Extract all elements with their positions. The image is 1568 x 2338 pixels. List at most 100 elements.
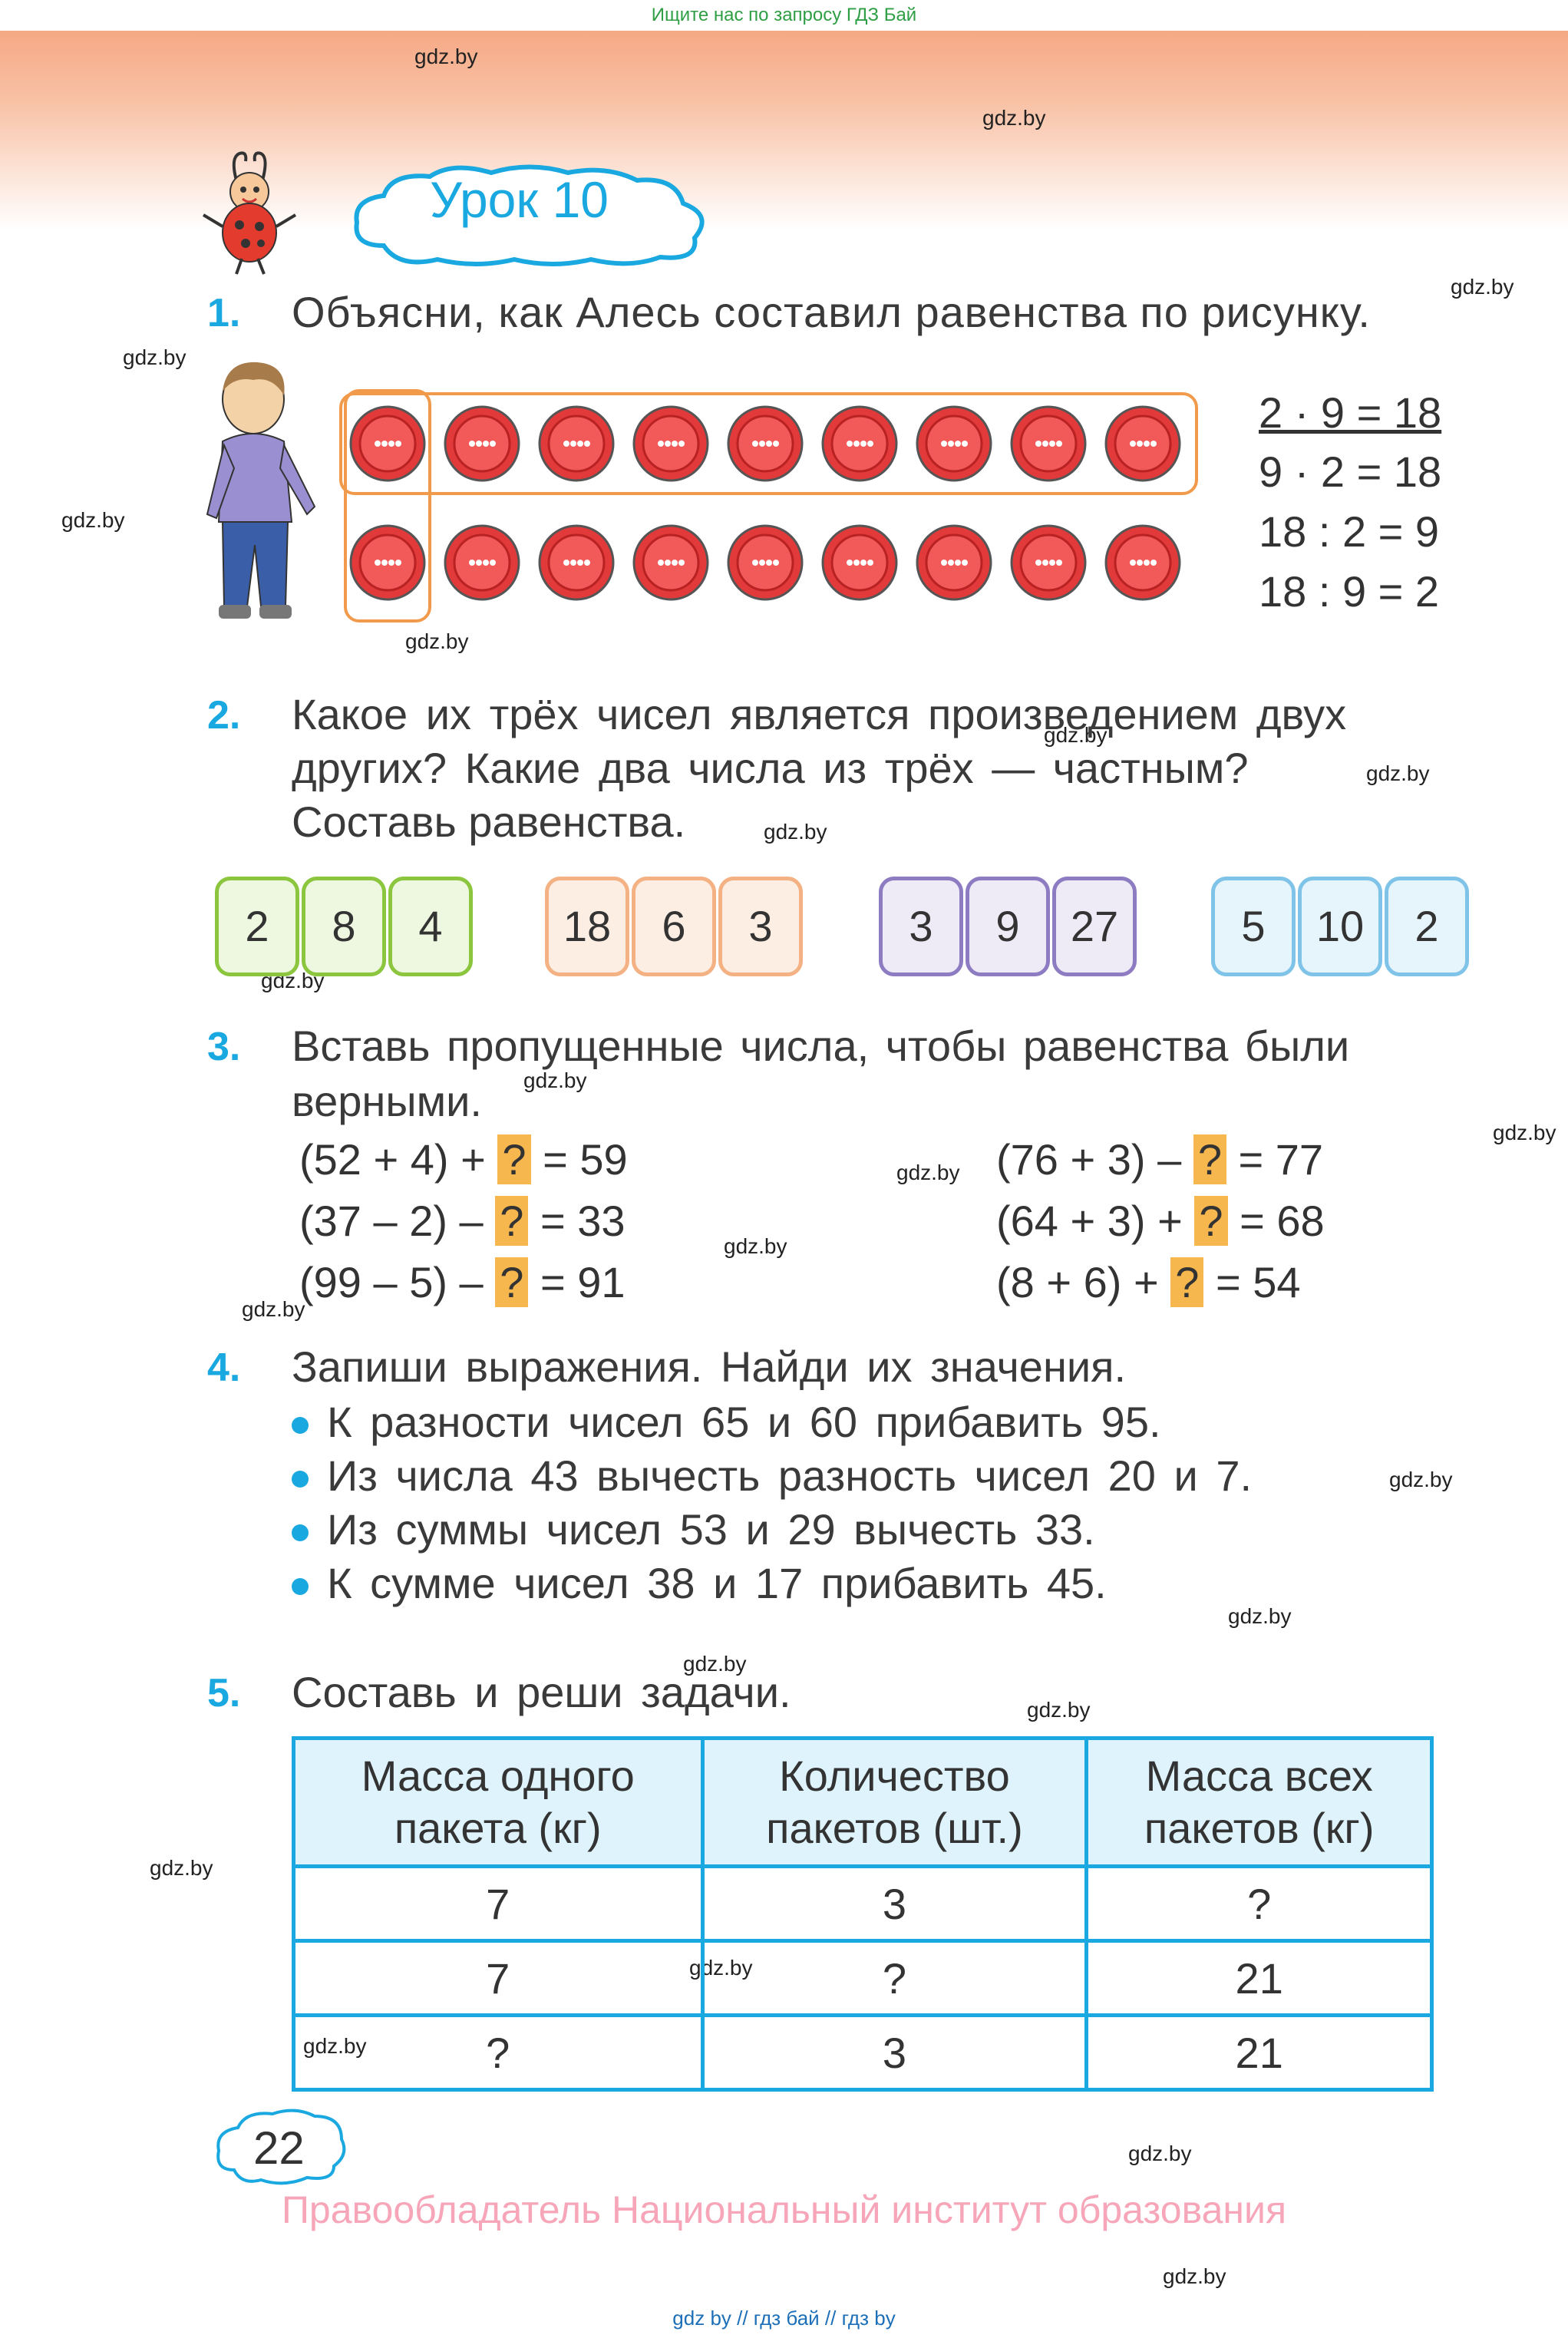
button-icon [349, 405, 426, 482]
table-cell: ? [700, 1939, 1089, 2017]
exercise-4-number: 4. [207, 1346, 241, 1390]
bullet-icon [292, 1471, 309, 1488]
number-card: 4 [388, 877, 473, 976]
table-cell: 21 [1084, 1939, 1434, 2017]
table-row: 7 ? 21 [292, 1939, 1434, 2017]
button-icon [821, 405, 898, 482]
exercise-4-bullet: Из числа 43 вычесть разность чисел 20 и … [292, 1449, 1252, 1503]
page-number-cloud-icon [216, 2108, 346, 2185]
number-card: 2 [215, 877, 299, 976]
watermark: gdz.by [724, 1234, 787, 1258]
boy-illustration-icon [206, 362, 316, 619]
watermark: gdz.by [150, 1856, 213, 1880]
table-cell: 7 [292, 1939, 705, 2017]
ex1-equation: 18 : 2 = 9 [1259, 507, 1440, 556]
button-icon [444, 405, 520, 482]
title-cloud-icon [354, 164, 705, 266]
watermark: gdz.by [683, 1652, 747, 1676]
exercise-1-number: 1. [207, 291, 241, 335]
ex1-equation: 18 : 9 = 2 [1259, 567, 1440, 616]
watermark: gdz.by [1451, 275, 1514, 299]
button-icon [632, 524, 709, 601]
number-card: 8 [302, 877, 386, 976]
table-cell: 21 [1084, 2013, 1434, 2092]
button-icon [1010, 524, 1087, 601]
ex1-equation: 9 · 2 = 18 [1259, 447, 1442, 496]
footer-links[interactable]: gdz by // гдз бай // гдз by [672, 2307, 896, 2330]
table-cell: 7 [292, 1864, 705, 1943]
button-icon [444, 524, 520, 601]
exercise-4-bullet: К сумме чисел 38 и 17 прибавить 45. [292, 1557, 1107, 1610]
button-icon [821, 524, 898, 601]
exercise-4-bullet: К разности чисел 65 и 60 прибавить 95. [292, 1395, 1161, 1449]
watermark: gdz.by [405, 629, 469, 653]
missing-number-box[interactable]: ? [1193, 1134, 1226, 1184]
ex3-equation: (52 + 4) + ? = 59 [299, 1134, 628, 1184]
exercise-1-text: Объясни, как Алесь составил равенства по… [292, 288, 1371, 336]
table-cell: 3 [700, 2013, 1089, 2092]
bullet-icon [292, 1578, 309, 1596]
exercise-2-line: Составь равенства. [292, 797, 686, 846]
exercise-4-text: Запиши выражения. Найди их значения. [292, 1342, 1127, 1391]
missing-number-box[interactable]: ? [495, 1257, 529, 1307]
table-cell: ? [1084, 1864, 1434, 1943]
watermark: gdz.by [1228, 1604, 1292, 1628]
missing-number-box[interactable]: ? [1170, 1257, 1204, 1307]
button-icon [727, 405, 804, 482]
watermark: gdz.by [1366, 761, 1430, 785]
watermark: gdz.by [1027, 1698, 1091, 1722]
buttons-picture [339, 389, 1198, 622]
exercise-2-line: Какое их трёх чисел является произведени… [292, 690, 1347, 738]
watermark: gdz.by [123, 345, 187, 369]
ex3-equation: (99 – 5) – ? = 91 [299, 1257, 626, 1307]
table-cell: 3 [700, 1864, 1089, 1943]
missing-number-box[interactable]: ? [495, 1196, 529, 1246]
watermark: gdz.by [896, 1161, 960, 1184]
watermark: gdz.by [61, 508, 125, 532]
missing-number-box[interactable]: ? [497, 1134, 531, 1184]
watermark: gdz.by [1128, 2142, 1192, 2165]
ex3-equation: (8 + 6) + ? = 54 [996, 1257, 1301, 1307]
button-icon [538, 524, 615, 601]
watermark: gdz.by [982, 106, 1046, 130]
number-card: 5 [1211, 877, 1296, 976]
button-icon [916, 405, 992, 482]
exercise-5-text: Составь и реши задачи. [292, 1668, 791, 1716]
buttons-rows [349, 405, 1181, 601]
button-icon [1104, 405, 1181, 482]
exercise-3-number: 3. [207, 1025, 241, 1069]
lesson-title: Урок 10 [430, 171, 609, 228]
number-card: 2 [1385, 877, 1469, 976]
number-card: 10 [1298, 877, 1382, 976]
top-banner[interactable]: Ищите нас по запросу ГДЗ Бай [0, 0, 1568, 31]
bullet-icon [292, 1417, 309, 1435]
bullet-icon [292, 1524, 309, 1542]
watermark: gdz.by [1389, 1468, 1453, 1491]
number-card: 18 [545, 877, 629, 976]
table-cell: ? [292, 2013, 705, 2092]
exercise-2-line: других? Какие два числа из трёх — частны… [292, 744, 1249, 792]
ex1-equation: 2 · 9 = 18 [1259, 388, 1442, 437]
ex3-equation: (64 + 3) + ? = 68 [996, 1196, 1325, 1246]
button-icon [727, 524, 804, 601]
number-card: 6 [632, 877, 716, 976]
number-card: 27 [1052, 877, 1137, 976]
button-icon [916, 524, 992, 601]
button-icon [538, 405, 615, 482]
button-icon [1010, 405, 1087, 482]
ladybug-mascot-icon [202, 151, 297, 275]
watermark: gdz.by [523, 1068, 587, 1092]
exercise-3-line: Вставь пропущенные числа, чтобы равенств… [292, 1022, 1350, 1070]
exercise-4-bullet: Из суммы чисел 53 и 29 вычесть 33. [292, 1503, 1095, 1557]
missing-number-box[interactable]: ? [1194, 1196, 1228, 1246]
exercise-3-line: верными. [292, 1077, 482, 1125]
watermark: gdz.by [764, 820, 827, 844]
exercise-2-number: 2. [207, 693, 241, 738]
ex3-equation: (76 + 3) – ? = 77 [996, 1134, 1324, 1184]
button-icon [1104, 524, 1181, 601]
